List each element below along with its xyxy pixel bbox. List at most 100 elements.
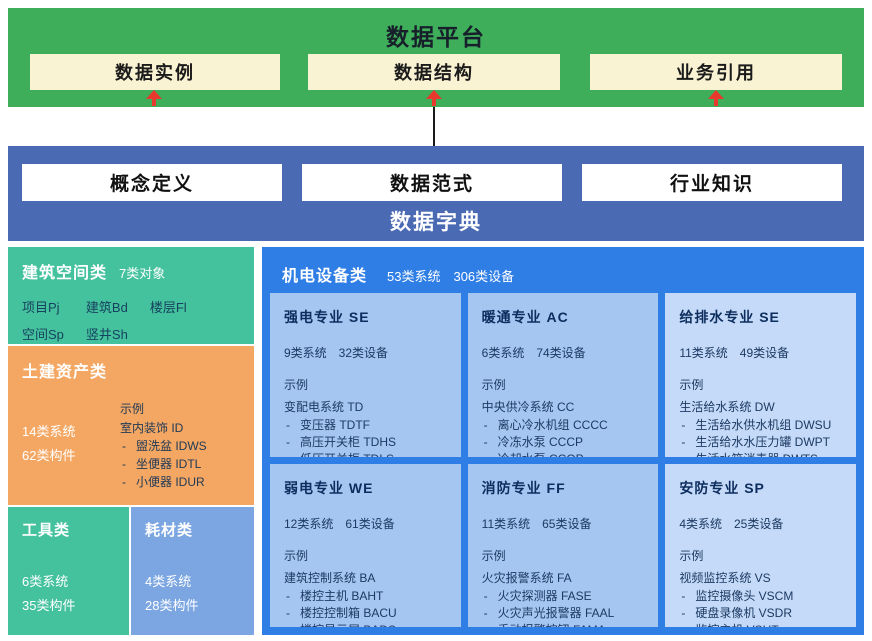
example-label: 示例 — [679, 548, 704, 563]
card-stats: 9类系统 32类设备 — [284, 346, 389, 360]
consumables-title: 耗材类 — [145, 522, 194, 539]
up-arrow-icon — [426, 90, 442, 106]
example-item: 楼控控制箱 BACU — [284, 606, 447, 620]
box-data-structure: 数据结构 — [308, 54, 560, 90]
building-space-item: 楼层Fl — [149, 300, 187, 315]
card-title: 暖通专业 AC — [481, 309, 569, 325]
building-space-title: 建筑空间类 — [22, 265, 108, 282]
card-title: 消防专业 FF — [481, 479, 566, 496]
box-industry-knowledge-label: 行业知识 — [669, 174, 754, 195]
box-concept-definition-label: 概念定义 — [109, 174, 194, 195]
example-item: 生活给水供水机组 DWSU — [679, 418, 842, 432]
building-space-block: 建筑空间类 7类对象 项目Pj 建筑Bd 楼层Fl 空间Sp 竖井Sh — [8, 247, 254, 344]
arrow-head — [708, 90, 724, 99]
mep-header: 机电设备类 53类系统 306类设备 — [262, 247, 864, 286]
example-item: 冷冻水泵 CCCP — [482, 435, 645, 449]
building-space-item: 建筑Bd — [85, 300, 128, 315]
example-item: 冷却水泵 CCOP — [482, 452, 645, 457]
up-arrow-icon — [146, 90, 162, 106]
box-business-reference-label: 业务引用 — [676, 63, 756, 83]
arrow-head — [146, 90, 162, 99]
box-business-reference: 业务引用 — [590, 54, 842, 90]
civil-assets-stat: 62类构件 — [22, 448, 76, 463]
arrow-stem — [714, 99, 718, 106]
example-system: 变配电系统 TD — [284, 400, 364, 414]
example-item-list: 盥洗盆 IDWS 坐便器 IDTL 小便器 IDUR — [120, 439, 207, 490]
example-item: 监控主机 VSHT — [679, 623, 842, 628]
mep-card-weak-electric: 弱电专业 WE 12类系统 61类设备 示例 建筑控制系统 BA 楼控主机 BA… — [270, 463, 461, 628]
card-title: 给排水专业 SE — [679, 309, 780, 325]
consumables-stat: 28类构件 — [145, 598, 199, 613]
tools-stat: 35类构件 — [22, 598, 76, 613]
box-data-paradigm: 数据范式 — [302, 164, 562, 201]
card-title: 弱电专业 WE — [284, 479, 374, 496]
example-item: 火灾探测器 FASE — [482, 589, 645, 603]
data-dictionary-banner: 概念定义 数据范式 行业知识 数据字典 — [8, 146, 864, 241]
building-space-subtitle: 7类对象 — [119, 266, 166, 281]
example-label: 示例 — [481, 548, 506, 563]
box-industry-knowledge: 行业知识 — [582, 164, 842, 201]
box-data-instance-label: 数据实例 — [115, 63, 195, 83]
mep-card-grid: 强电专业 SE 9类系统 32类设备 示例 变配电系统 TD 变压器 TDTF … — [270, 293, 856, 627]
example-item: 火灾声光报警器 FAAL — [482, 606, 645, 620]
building-space-items: 项目Pj 建筑Bd 楼层Fl 空间Sp 竖井Sh — [22, 297, 240, 343]
example-label: 示例 — [679, 378, 704, 392]
card-stats: 11类系统 65类设备 — [481, 516, 592, 531]
mep-card-strong-electric: 强电专业 SE 9类系统 32类设备 示例 变配电系统 TD 变压器 TDTF … — [270, 293, 461, 457]
example-item: 小便器 IDUR — [120, 475, 207, 490]
example-label: 示例 — [120, 402, 145, 416]
example-item-list: 离心冷水机组 CCCC 冷冻水泵 CCCP 冷却水泵 CCOP — [482, 418, 645, 457]
building-space-item: 空间Sp — [22, 327, 64, 342]
example-item: 坐便器 IDTL — [120, 457, 207, 472]
card-title: 安防专业 SP — [679, 479, 765, 496]
tools-stats: 6类系统 35类构件 — [22, 570, 115, 618]
example-item: 盥洗盆 IDWS — [120, 439, 207, 454]
arrow-stem — [152, 99, 156, 106]
tools-block: 工具类 6类系统 35类构件 — [8, 507, 129, 635]
example-system: 生活给水系统 DW — [679, 400, 775, 414]
civil-assets-content: 14类系统 62类构件 示例 室内装饰 ID 盥洗盆 IDWS 坐便器 IDTL… — [22, 382, 240, 490]
mep-card-fire: 消防专业 FF 11类系统 65类设备 示例 火灾报警系统 FA 火灾探测器 F… — [467, 463, 659, 628]
example-item-list: 火灾探测器 FASE 火灾声光报警器 FAAL 手动报警按钮 FAMA — [482, 589, 645, 628]
mep-card-hvac: 暖通专业 AC 6类系统 74类设备 示例 中央供冷系统 CC 离心冷水机组 C… — [467, 293, 659, 457]
card-title: 强电专业 SE — [284, 309, 370, 325]
box-data-structure-label: 数据结构 — [394, 63, 474, 83]
example-item: 生活给水水压力罐 DWPT — [679, 435, 842, 449]
example-item-list: 生活给水供水机组 DWSU 生活给水水压力罐 DWPT 生活水箱消毒器 DWTS — [679, 418, 842, 457]
box-concept-definition: 概念定义 — [22, 164, 282, 201]
example-label: 示例 — [284, 548, 309, 563]
mep-card-security: 安防专业 SP 4类系统 25类设备 示例 视频监控系统 VS 监控摄像头 VS… — [665, 463, 856, 628]
example-system: 视频监控系统 VS — [679, 570, 771, 585]
example-item: 生活水箱消毒器 DWTS — [679, 452, 842, 457]
consumables-block: 耗材类 4类系统 28类构件 — [131, 507, 254, 635]
example-item: 硬盘录像机 VSDR — [679, 606, 842, 620]
example-item-list: 变压器 TDTF 高压开关柜 TDHS 低压开关柜 TDLS — [284, 418, 447, 457]
card-stats: 6类系统 74类设备 — [481, 346, 586, 360]
example-item: 离心冷水机组 CCCC — [482, 418, 645, 432]
box-data-paradigm-label: 数据范式 — [389, 174, 474, 195]
consumables-stats: 4类系统 28类构件 — [145, 570, 240, 618]
example-item: 楼控主机 BAHT — [284, 589, 447, 603]
arrow-stem — [432, 99, 436, 106]
data-dictionary-title: 数据字典 — [390, 211, 482, 234]
example-label: 示例 — [481, 378, 506, 392]
example-system: 中央供冷系统 CC — [481, 400, 575, 414]
civil-assets-header: 土建资产类 — [22, 358, 240, 382]
up-arrow-icon — [708, 90, 724, 106]
arrow-head — [426, 90, 442, 99]
example-item: 低压开关柜 TDLS — [284, 452, 447, 457]
mep-stats: 53类系统 306类设备 — [387, 269, 515, 284]
consumables-stat: 4类系统 — [145, 574, 192, 589]
mep-card-plumbing: 给排水专业 SE 11类系统 49类设备 示例 生活给水系统 DW 生活给水供水… — [665, 293, 856, 457]
example-item: 手动报警按钮 FAMA — [482, 623, 645, 628]
example-item: 变压器 TDTF — [284, 418, 447, 432]
connector-line — [433, 107, 435, 165]
civil-assets-stat: 14类系统 — [22, 424, 76, 439]
civil-assets-example: 示例 室内装饰 ID 盥洗盆 IDWS 坐便器 IDTL 小便器 IDUR — [120, 402, 207, 490]
example-item: 高压开关柜 TDHS — [284, 435, 447, 449]
civil-assets-title: 土建资产类 — [22, 364, 108, 381]
civil-assets-block: 土建资产类 14类系统 62类构件 示例 室内装饰 ID 盥洗盆 IDWS 坐便… — [8, 346, 254, 505]
box-data-instance: 数据实例 — [30, 54, 280, 90]
example-item-list: 楼控主机 BAHT 楼控控制箱 BACU 楼控显示屏 BADS — [284, 589, 447, 628]
